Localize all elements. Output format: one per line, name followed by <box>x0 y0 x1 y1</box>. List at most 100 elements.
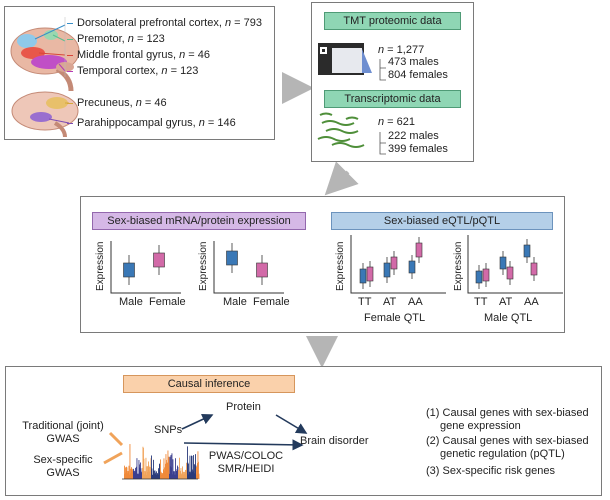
manhattan-bar <box>189 471 190 479</box>
manhattan-bar <box>191 455 192 479</box>
genotype-aa-2: AA <box>524 296 539 308</box>
manhattan-bar <box>141 471 143 479</box>
arrow-protein-to-disorder <box>275 414 308 434</box>
boxplots <box>110 235 563 294</box>
manhattan-bar <box>175 474 177 479</box>
manhattan-plot <box>124 444 200 479</box>
manhattan-bar <box>127 471 129 479</box>
manhattan-bar <box>156 474 158 479</box>
manhattan-bar <box>187 462 189 479</box>
manhattan-bar <box>159 464 161 479</box>
region-label: Temporal cortex <box>77 65 156 77</box>
manhattan-bar <box>144 474 145 479</box>
manhattan-bar <box>124 474 126 479</box>
manhattan-bar <box>151 468 153 479</box>
manhattan-bar <box>161 472 162 479</box>
manhattan-bar <box>143 447 144 479</box>
arrow-joint-to-manhattan <box>108 431 124 447</box>
qtl-female-box-3 <box>390 256 398 270</box>
manhattan-bar <box>136 466 137 479</box>
qtl-male-box-2 <box>499 256 507 270</box>
region-count: 123 <box>180 65 199 77</box>
manhattan-bar <box>180 468 182 479</box>
gwas-joint-label: Traditional (joint)GWAS <box>22 420 104 445</box>
manhattan-bar <box>150 458 152 479</box>
manhattan-bar <box>173 471 175 479</box>
manhattan-bar <box>176 470 177 479</box>
manhattan-bar <box>156 471 157 479</box>
manhattan-bar <box>187 446 188 479</box>
manhattan-bar <box>168 456 169 479</box>
manhattan-bar <box>184 474 186 479</box>
rna-strands-icon <box>317 112 365 148</box>
genotype-tt-1: TT <box>358 296 372 308</box>
qtl-female-box-4 <box>408 260 416 274</box>
manhattan-bar <box>129 474 130 479</box>
expr-xlabel-male-1: Male <box>119 296 143 308</box>
genotype-at-1: AT <box>383 296 397 308</box>
manhattan-bar <box>179 457 180 479</box>
manhattan-bar <box>139 467 141 479</box>
manhattan-bar <box>155 474 156 479</box>
region-label: Parahippocampal gyrus <box>77 117 193 129</box>
manhattan-bar <box>139 464 140 479</box>
region-label: Dorsolateral prefrontal cortex <box>77 17 219 29</box>
manhattan-bar <box>130 473 131 479</box>
manhattan-bar <box>174 474 176 479</box>
manhattan-bar <box>172 459 174 479</box>
qtl-female-box-5 <box>415 242 423 258</box>
genotype-at-2: AT <box>499 296 513 308</box>
region-count: 123 <box>146 33 165 45</box>
manhattan-bar <box>171 467 172 479</box>
manhattan-bar <box>163 469 164 479</box>
manhattan-bar <box>175 458 176 479</box>
manhattan-bar <box>152 474 154 479</box>
manhattan-bar <box>174 471 175 479</box>
manhattan-bar <box>131 467 132 479</box>
manhattan-bar <box>190 473 192 479</box>
manhattan-bar <box>162 473 163 479</box>
manhattan-bar <box>181 474 182 479</box>
region-marker <box>67 23 73 24</box>
region-count: 46 <box>154 97 167 109</box>
manhattan-bar <box>191 455 193 479</box>
region-label: Middle frontal gyrus <box>77 49 173 61</box>
manhattan-bar <box>133 470 135 479</box>
manhattan-bar <box>154 474 155 479</box>
manhattan-bar <box>165 454 167 479</box>
manhattan-bar <box>182 466 183 479</box>
manhattan-bar <box>177 465 178 479</box>
manhattan-bar <box>153 470 155 479</box>
manhattan-bar <box>160 459 161 479</box>
manhattan-bar <box>188 463 189 479</box>
manhattan-bar <box>145 457 147 479</box>
manhattan-bar <box>137 473 138 479</box>
snps-label: SNPs <box>154 424 183 436</box>
transcriptomic-males: 222 males <box>388 130 439 142</box>
manhattan-bar <box>192 471 194 479</box>
manhattan-bar <box>176 469 178 479</box>
manhattan-bar <box>140 468 142 479</box>
expr-box-female-1 <box>153 252 165 268</box>
manhattan-bar <box>152 474 153 479</box>
causal-graphics <box>103 413 308 480</box>
manhattan-bar <box>198 473 200 479</box>
manhattan-bar <box>127 473 128 479</box>
qtl-header: Sex-biased eQTL/pQTL <box>331 212 553 230</box>
manhattan-bar <box>148 465 150 479</box>
arrow-snps-to-protein <box>181 413 214 430</box>
manhattan-bar <box>173 471 174 479</box>
manhattan-bar <box>161 474 163 479</box>
manhattan-bar <box>183 474 185 479</box>
manhattan-bar <box>166 459 167 479</box>
proteomic-n: n = 1,277 <box>378 44 425 56</box>
manhattan-bar <box>142 446 144 479</box>
causal-inference-panel: Causal inference Traditional (joint)GWAS… <box>5 366 602 496</box>
transcriptomic-n: n = 621 <box>378 116 416 128</box>
manhattan-bar <box>129 444 131 479</box>
manhattan-bar <box>157 473 159 479</box>
qtl-male-box-0 <box>475 270 483 284</box>
region-count: 793 <box>243 17 262 29</box>
